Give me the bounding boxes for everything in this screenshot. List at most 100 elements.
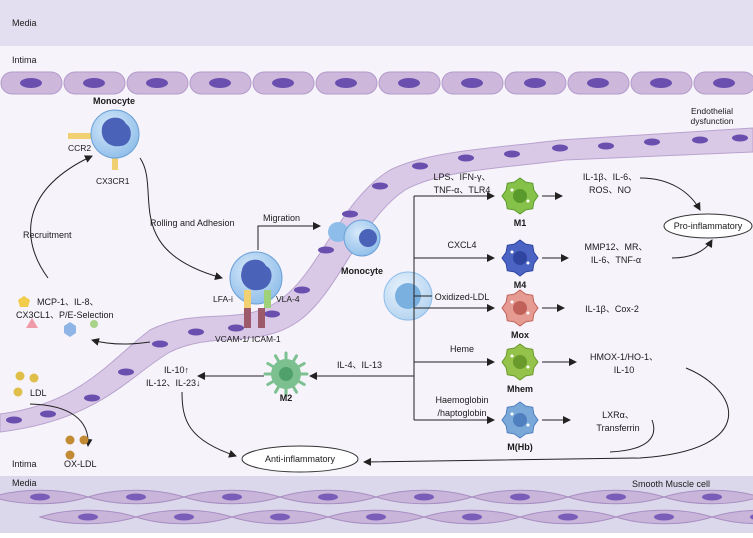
endothelial-nucleus — [146, 78, 168, 88]
smooth-muscle-nucleus — [318, 493, 338, 501]
endothelial-nucleus — [209, 78, 231, 88]
top-endothelial-row — [0, 71, 753, 95]
wall-nucleus — [84, 394, 100, 402]
macrophage-label: M(Hb) — [507, 442, 533, 452]
rolling-arrow — [139, 157, 223, 280]
smooth-muscle-nucleus — [606, 493, 626, 501]
pro-inflammatory-label: Pro-inflammatory — [674, 221, 743, 231]
ccr2-label: CCR2 — [68, 143, 91, 153]
chemokine-line-2: CX3CL1、P/E-Selection — [16, 310, 114, 320]
smooth-muscle-nucleus — [750, 514, 753, 520]
vcam-receptor-1 — [244, 308, 251, 328]
endothelial-nucleus — [650, 78, 672, 88]
endothelial-nucleus — [20, 78, 42, 88]
monocyte-top-title: Monocyte — [93, 96, 135, 106]
wall-nucleus — [264, 310, 280, 318]
macrophage-label: M1 — [514, 218, 527, 228]
wall-nucleus — [318, 246, 334, 254]
smooth-muscle-nucleus — [78, 513, 98, 521]
macrophage-stimulus: Haemoglobin — [435, 395, 488, 405]
macrophage-output-2: Transferrin — [596, 423, 639, 433]
anti-inflammatory-label: Anti-inflammatory — [265, 454, 336, 464]
recruitment-arrow — [30, 155, 93, 279]
chemokine-cluster: MCP-1、IL-8、 CX3CL1、P/E-Selection — [16, 296, 114, 337]
wall-nucleus — [458, 154, 474, 162]
wall-nucleus — [294, 286, 310, 294]
smooth-muscle-nucleus — [414, 493, 434, 501]
smooth-muscle-nucleus — [366, 513, 386, 521]
transmigrating-monocyte: Monocyte — [328, 219, 383, 276]
m2-cytokine-2: IL-12、IL-23↓ — [146, 378, 201, 388]
endothelial-nucleus — [335, 78, 357, 88]
endothelial-nucleus — [272, 78, 294, 88]
smooth-muscle-nucleus — [30, 493, 50, 501]
m2-label: M2 — [280, 393, 293, 403]
ldl-label: LDL — [30, 388, 47, 398]
macrophage-subtypes: M1LPS、IFN-γ、TNF-α、TLR4IL-1β、IL-6、ROS、NOM… — [433, 172, 658, 452]
vla-label: VLA-4 — [276, 294, 300, 304]
wall-nucleus — [152, 340, 168, 348]
endothelial-nucleus — [713, 78, 735, 88]
migration-label: Migration — [263, 213, 300, 223]
chemokine-line-1: MCP-1、IL-8、 — [37, 297, 99, 307]
smooth-muscle-nucleus — [222, 493, 242, 501]
ox-ldl-particles: OX-LDL — [64, 435, 97, 469]
chemokine-release-arrow — [91, 338, 151, 346]
macrophage-label: Mox — [511, 330, 529, 340]
macrophage-stimulus: Heme — [450, 344, 474, 354]
mhb-to-anti-arrow — [609, 419, 655, 453]
monocyte-top: Monocyte CCR2 CX3CR1 — [68, 96, 140, 186]
endothelial-label-1: Endothelial — [691, 106, 733, 116]
mhem-to-anti-arrow — [363, 367, 729, 466]
migration-arrow — [257, 222, 321, 250]
wall-nucleus — [342, 210, 358, 218]
wall-nucleus — [40, 410, 56, 418]
macrophage-output-2: IL-10 — [614, 365, 635, 375]
smooth-muscle-nucleus — [462, 513, 482, 521]
wall-nucleus — [412, 162, 428, 170]
curved-endothelium — [0, 127, 753, 433]
endothelial-nucleus — [461, 78, 483, 88]
wall-nucleus — [6, 416, 22, 424]
macrophage-output-2: IL-6、TNF-α — [591, 255, 641, 265]
lfa-label: LFA-i — [213, 294, 233, 304]
m2-macrophage: M2 — [263, 351, 309, 403]
media-top-layer — [0, 0, 753, 46]
cx3cr1-label: CX3CR1 — [96, 176, 130, 186]
endothelial-nucleus — [524, 78, 546, 88]
m1-to-pro-arrow — [639, 177, 701, 211]
wall-nucleus — [732, 134, 748, 142]
smooth-muscle-cell — [710, 509, 753, 525]
wall-nucleus — [228, 324, 244, 332]
recruitment-label: Recruitment — [23, 230, 72, 240]
pro-inflammatory-ellipse — [663, 213, 753, 239]
macrophage-output: MMP12、MR、 — [584, 242, 647, 252]
smooth-muscle-row — [0, 489, 753, 525]
m2-stimulus-label: IL-4、IL-13 — [337, 360, 382, 370]
endothelial-nucleus — [398, 78, 420, 88]
wall-nucleus — [598, 142, 614, 150]
macrophage-output-2: ROS、NO — [589, 185, 631, 195]
macrophage-stimulus: CXCL4 — [447, 240, 476, 250]
vcam-receptor-2 — [258, 308, 265, 328]
monocyte-mid-label: Monocyte — [341, 266, 383, 276]
polarization-tree — [413, 192, 495, 424]
endothelial-nucleus — [587, 78, 609, 88]
endothelial-nucleus — [83, 78, 105, 88]
intima-bottom-label: Intima — [12, 459, 37, 469]
m2-cytokine-1: IL-10↑ — [164, 365, 189, 375]
macrophage-label: Mhem — [507, 384, 533, 394]
wall-nucleus — [692, 136, 708, 144]
wall-nucleus — [188, 328, 204, 336]
macrophage-stimulus-2: TNF-α、TLR4 — [434, 185, 491, 195]
wall-nucleus — [644, 138, 660, 146]
wall-nucleus — [118, 368, 134, 376]
wall-nuclei — [6, 134, 748, 424]
macrophage-output: IL-1β、IL-6、 — [583, 172, 637, 182]
smooth-muscle-nucleus — [270, 513, 290, 521]
